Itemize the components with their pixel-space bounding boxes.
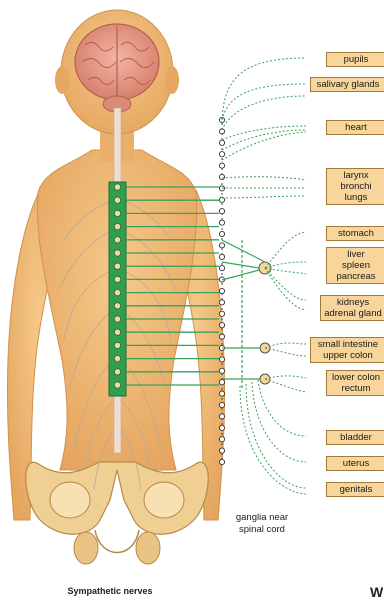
segment-ganglion-dot — [114, 263, 120, 269]
segment-ganglion-dot — [114, 303, 120, 309]
chain-ganglion-dot — [219, 152, 224, 157]
organ-label-box: bladder — [326, 430, 384, 445]
organ-label-box: heart — [326, 120, 384, 135]
collateral-ganglia — [259, 262, 271, 384]
chain-ganglion-dot — [219, 231, 224, 236]
organ-label-box: pupils — [326, 52, 384, 67]
chain-ganglion-dot — [219, 300, 224, 305]
organ-label-box: kidneys adrenal gland — [320, 295, 384, 321]
organ-label-box: larynx bronchi lungs — [326, 168, 384, 205]
segment-ganglion-dot — [114, 369, 120, 375]
corner-fragment: W — [370, 584, 383, 600]
segment-ganglion-dot — [114, 184, 120, 190]
chain-ganglion-dot — [219, 243, 224, 248]
chain-ganglion-dot — [219, 323, 224, 328]
segment-ganglion-dot — [114, 316, 120, 322]
segment-ganglion-dot — [114, 355, 120, 361]
chain-ganglion-dot — [219, 425, 224, 430]
chain-ganglion-dot — [219, 288, 224, 293]
chain-ganglion-dot — [219, 163, 224, 168]
chain-ganglion-dot — [219, 459, 224, 464]
segment-ganglion-dot — [114, 223, 120, 229]
chain-ganglion-dot — [219, 220, 224, 225]
organ-label-box: salivary glands — [310, 77, 384, 92]
segment-ganglion-dot — [114, 329, 120, 335]
organ-label-box: stomach — [326, 226, 384, 241]
segment-ganglion-dot — [114, 289, 120, 295]
chain-ganglion-dot — [219, 380, 224, 385]
chain-ganglion-dot — [219, 266, 224, 271]
chain-ganglion-dot — [219, 391, 224, 396]
chain-ganglion-dot — [219, 357, 224, 362]
splanchnic-fibers — [222, 240, 265, 390]
segment-ganglion-dot — [114, 342, 120, 348]
segment-ganglion-dot — [114, 237, 120, 243]
segment-ganglion-dot — [114, 382, 120, 388]
organ-label-box: small intestine upper colon — [310, 337, 384, 363]
figure-title: Sympathetic nerves — [40, 586, 180, 596]
chain-ganglion-dot — [219, 254, 224, 259]
chain-ganglion-dot — [219, 209, 224, 214]
chain-ganglion-dot — [219, 402, 224, 407]
segment-ganglion-dot — [114, 276, 120, 282]
pelvis — [26, 462, 209, 564]
chain-ganglion-dot — [219, 334, 224, 339]
chain-ganglion-dot — [219, 311, 224, 316]
chain-ganglion-dot — [219, 414, 224, 419]
organ-label-box: liver spleen pancreas — [326, 247, 384, 284]
segment-ganglion-dot — [114, 250, 120, 256]
chain-ganglion-dot — [219, 174, 224, 179]
segment-ganglion-dot — [114, 210, 120, 216]
chain-ganglion-dot — [219, 448, 224, 453]
chain-ganglion-dot — [219, 368, 224, 373]
chain-ganglion-dot — [219, 140, 224, 145]
organ-label-box: genitals — [326, 482, 384, 497]
ganglia-caption: ganglia near spinal cord — [226, 512, 298, 536]
organ-label-box: uterus — [326, 456, 384, 471]
chain-ganglion-dot — [219, 437, 224, 442]
organ-label-box: lower colon rectum — [326, 370, 384, 396]
segment-ganglion-dot — [114, 197, 120, 203]
